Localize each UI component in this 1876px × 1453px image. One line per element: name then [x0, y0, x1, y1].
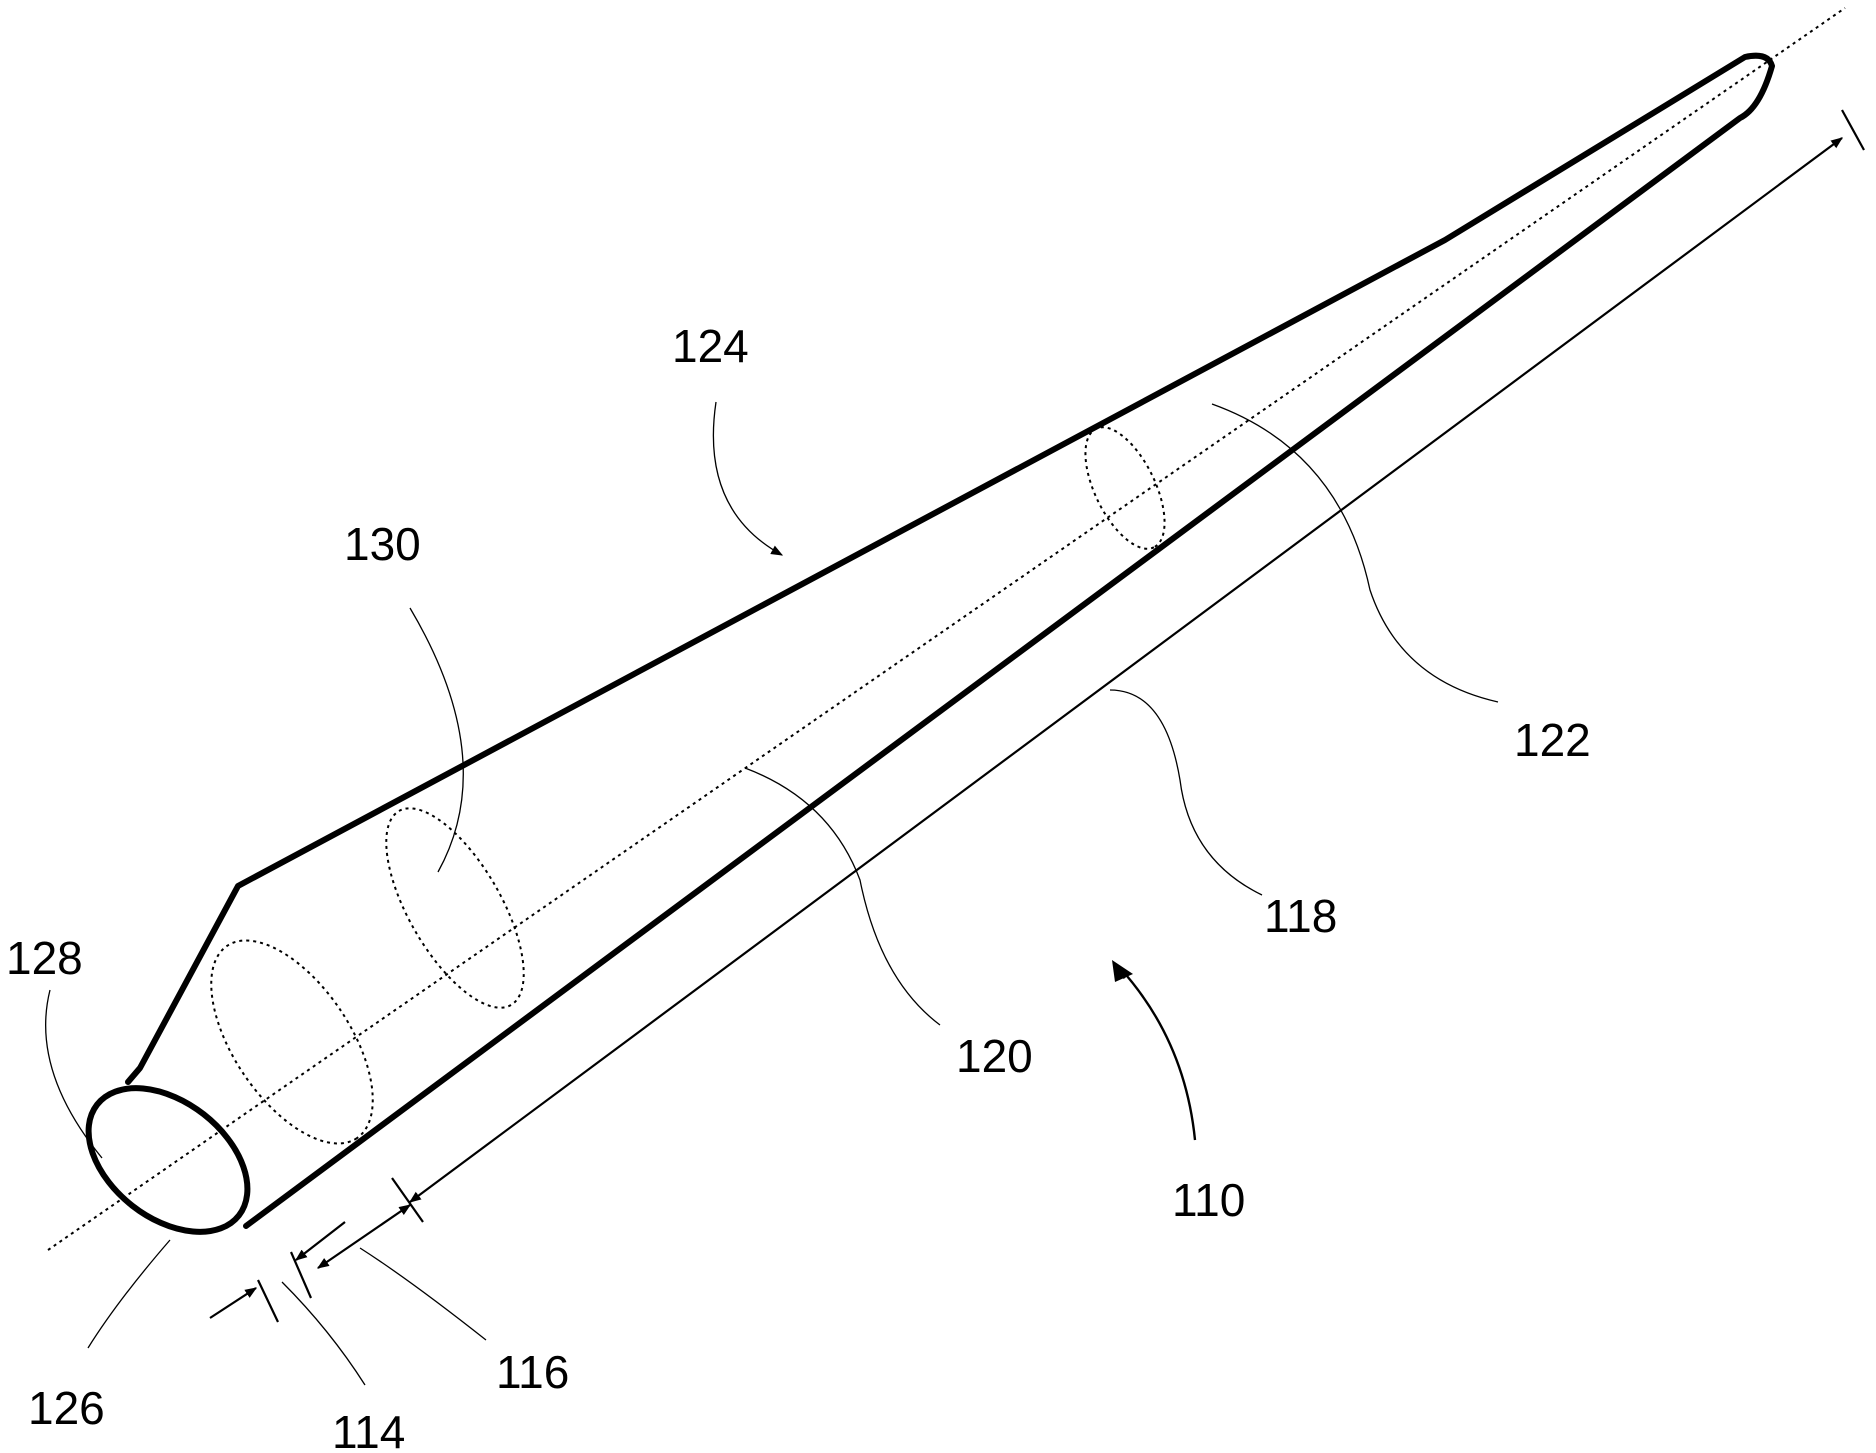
- leader-110: [1120, 968, 1195, 1140]
- leader-124: [713, 402, 782, 555]
- span-tip-tick: [1842, 110, 1864, 150]
- pitch-axis-line: [48, 8, 1845, 1250]
- leader-126: [88, 1240, 170, 1348]
- blade-root-end: [61, 1059, 274, 1261]
- transition-section: [359, 788, 551, 1028]
- leader-128: [46, 990, 102, 1158]
- label-124: 124: [672, 320, 749, 372]
- label-122: 122: [1514, 714, 1591, 766]
- arrow-110-thick: [1120, 968, 1195, 1140]
- label-128: 128: [6, 932, 83, 984]
- leader-118: [1110, 690, 1262, 895]
- label-118: 118: [1264, 890, 1337, 942]
- label-110: 110: [1172, 1174, 1245, 1226]
- leader-114: [282, 1282, 365, 1385]
- label-116: 116: [496, 1346, 569, 1398]
- span-dimension-line: [410, 138, 1842, 1202]
- dimension-arrow-116b: [318, 1205, 410, 1268]
- leader-122: [1212, 404, 1498, 702]
- dimension-tick-114a: [258, 1280, 278, 1322]
- leader-130: [410, 608, 463, 872]
- label-130: 130: [344, 518, 421, 570]
- label-126: 126: [28, 1382, 105, 1434]
- blade-outline: [61, 56, 1772, 1261]
- dimension-arrow-114: [210, 1288, 256, 1318]
- leader-116: [360, 1248, 486, 1340]
- label-120: 120: [956, 1030, 1033, 1082]
- label-114: 114: [332, 1406, 405, 1453]
- leader-120: [745, 768, 940, 1025]
- dimension-tick-114b: [291, 1252, 311, 1298]
- airfoil-section: [1069, 416, 1181, 561]
